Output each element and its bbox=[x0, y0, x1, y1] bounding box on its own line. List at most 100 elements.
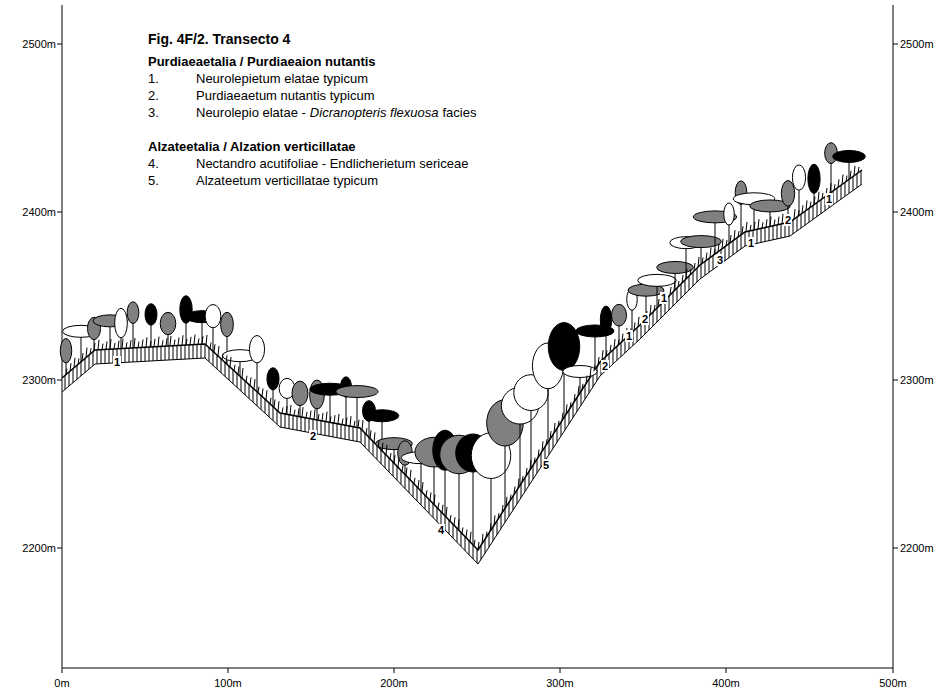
shrub-stroke bbox=[90, 348, 91, 354]
tree-crown bbox=[563, 366, 597, 378]
tree-stem bbox=[741, 200, 742, 235]
shrub-stroke bbox=[102, 344, 103, 350]
shrub-stroke bbox=[358, 420, 359, 428]
tree-crown bbox=[724, 203, 735, 225]
shrub-stroke bbox=[858, 167, 859, 173]
shrub-stroke bbox=[442, 505, 443, 513]
shrub-stroke bbox=[266, 390, 267, 400]
tree-crown bbox=[115, 308, 128, 338]
association-name: Purdiaeaetum nutantis typicum bbox=[196, 89, 374, 104]
axis-label: 2500m bbox=[900, 38, 934, 51]
shrub-stroke bbox=[130, 340, 131, 348]
legend-number: 3. bbox=[148, 106, 159, 121]
shrub-stroke bbox=[78, 358, 79, 364]
shrub-stroke bbox=[134, 338, 135, 348]
axis-label: 2500m bbox=[22, 38, 56, 51]
shrub-stroke bbox=[174, 340, 175, 346]
shrub-stroke bbox=[302, 407, 303, 417]
shrub-stroke bbox=[94, 343, 95, 351]
shrub-stroke bbox=[186, 339, 187, 345]
tree-stem bbox=[434, 461, 435, 504]
shrub-stroke bbox=[238, 366, 239, 374]
figure-title: Fig. 4F/2. Transecto 4 bbox=[148, 31, 290, 47]
shrub-stroke bbox=[150, 341, 151, 347]
tree-crown bbox=[600, 306, 611, 333]
callout-number: 2 bbox=[309, 430, 317, 443]
tree-crown bbox=[205, 305, 221, 328]
shrub-stroke bbox=[502, 505, 503, 513]
shrub-stroke bbox=[234, 365, 235, 371]
shrub-stroke bbox=[846, 176, 847, 182]
legend-number: 4. bbox=[148, 157, 159, 172]
shrub-stroke bbox=[686, 269, 687, 279]
callout-number: 1 bbox=[825, 193, 833, 206]
tree-stem bbox=[202, 320, 203, 344]
callout-number: 4 bbox=[437, 524, 445, 537]
shrub-stroke bbox=[802, 205, 803, 213]
shrub-stroke bbox=[162, 340, 163, 346]
shrub-stroke bbox=[582, 384, 583, 390]
tree-stem bbox=[473, 464, 474, 544]
shrub-stroke bbox=[562, 413, 563, 421]
tree-crown bbox=[833, 150, 866, 162]
tree-crown bbox=[60, 339, 71, 363]
shrub-stroke bbox=[190, 337, 191, 345]
shrub-stroke bbox=[558, 421, 559, 427]
tree-stem bbox=[657, 284, 658, 308]
shrub-stroke bbox=[170, 336, 171, 346]
shrub-stroke bbox=[138, 342, 139, 348]
axis-label: 300m bbox=[546, 677, 574, 690]
shrub-stroke bbox=[678, 281, 679, 287]
species-name: Dicranopteris flexuosa bbox=[310, 106, 439, 121]
shrub-stroke bbox=[822, 193, 823, 199]
shrub-stroke bbox=[278, 401, 279, 411]
callout-number: 2 bbox=[784, 214, 792, 227]
shrub-stroke bbox=[202, 336, 203, 344]
shrub-stroke bbox=[618, 339, 619, 345]
shrub-stroke bbox=[366, 428, 367, 434]
shrub-stroke bbox=[650, 305, 651, 315]
shrub-stroke bbox=[526, 468, 527, 476]
shrub-stroke bbox=[218, 346, 219, 356]
shrub-stroke bbox=[754, 222, 755, 230]
axis-label: 2300m bbox=[900, 374, 934, 387]
tree-crown bbox=[657, 261, 694, 273]
shrub-stroke bbox=[598, 357, 599, 365]
shrub-stroke bbox=[854, 166, 855, 176]
shrub-stroke bbox=[550, 431, 551, 439]
association-name: Neurolepietum elatae typicum bbox=[196, 72, 368, 87]
association-name: facies bbox=[442, 106, 476, 121]
tree-stem bbox=[686, 246, 687, 279]
shrub-stroke bbox=[474, 540, 475, 546]
shrub-stroke bbox=[718, 244, 719, 252]
shrub-stroke bbox=[110, 339, 111, 349]
shrub-stroke bbox=[346, 417, 347, 425]
shrub-stroke bbox=[674, 281, 675, 291]
order-heading: Alzateetalia / Alzation verticillatae bbox=[148, 140, 356, 155]
association-name: Alzateetum verticillatae typicum bbox=[196, 174, 378, 189]
tree-crown bbox=[792, 165, 805, 190]
shrub-stroke bbox=[614, 339, 615, 349]
tree-stem bbox=[81, 335, 82, 362]
tree-stem bbox=[531, 403, 532, 468]
shrub-stroke bbox=[602, 350, 603, 360]
shrub-stroke bbox=[682, 275, 683, 283]
callout-number: 1 bbox=[113, 356, 121, 369]
shrub-stroke bbox=[566, 404, 567, 414]
shrub-stroke bbox=[198, 338, 199, 344]
shrub-stroke bbox=[222, 354, 223, 360]
axis-label: 2400m bbox=[22, 206, 56, 219]
callout-number: 5 bbox=[542, 459, 550, 472]
shrub-stroke bbox=[82, 353, 83, 361]
shrub-stroke bbox=[506, 497, 507, 507]
shrub-stroke bbox=[206, 335, 207, 345]
shrub-stroke bbox=[326, 412, 327, 422]
association-name: Nectandro acutifoliae - Endlicherietum s… bbox=[196, 157, 468, 172]
tree-stem bbox=[110, 324, 111, 349]
legend-number: 1. bbox=[148, 72, 159, 87]
shrub-stroke bbox=[310, 411, 311, 419]
axis-label: 100m bbox=[214, 677, 242, 690]
shrub-stroke bbox=[658, 299, 659, 307]
shrub-stroke bbox=[734, 230, 735, 240]
shrub-stroke bbox=[466, 530, 467, 538]
